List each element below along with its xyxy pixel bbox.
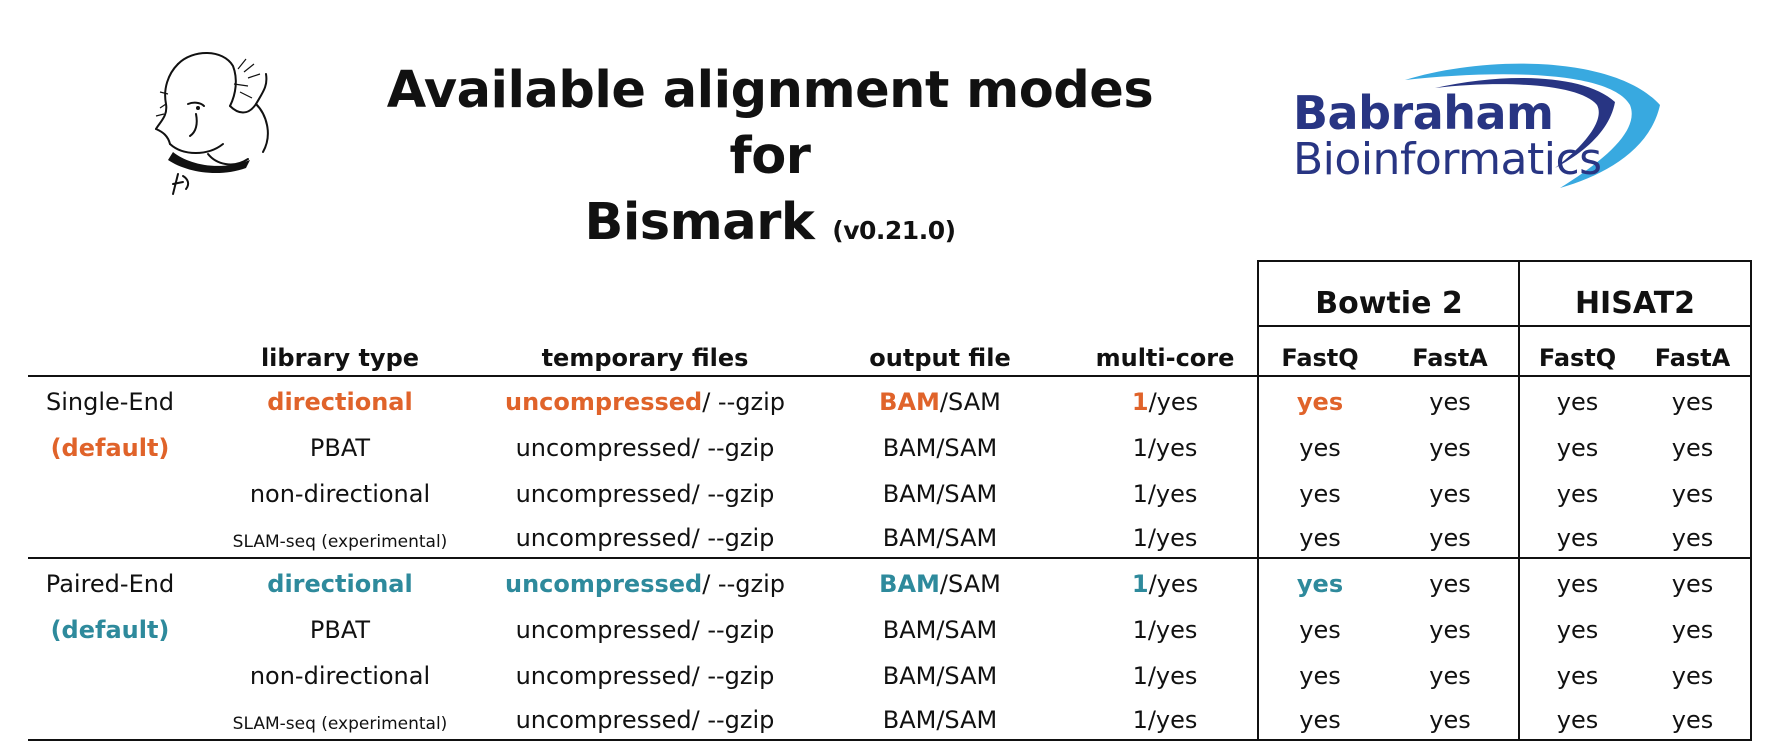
column-header-temporary-files: temporary files [541,344,749,372]
bowtie-fasta-cell: yes [1429,434,1471,462]
hisat-fastq-cell: yes [1556,434,1599,462]
column-header-hisat-fasta: FastA [1654,344,1731,372]
output-file-cell: BAM/SAM [882,706,998,734]
column-header-multi-core: multi-core [1095,344,1235,372]
column-header-library-type: library type [260,344,420,372]
group-header-hisat2: HISAT2 [1574,286,1696,321]
hisat-fasta-cell: yes [1671,388,1714,416]
library-cell: non-directional [249,662,431,690]
output-file-cell: BAM/SAM [882,616,998,644]
hisat-fasta-cell: yes [1671,570,1714,598]
library-cell: non-directional [249,480,431,508]
hisat-fastq-cell: yes [1556,706,1599,734]
title-bismark: Bismark [584,193,815,252]
multi-core-cell: 1/yes [1132,524,1198,552]
column-header-hisat-fastq: FastQ [1538,344,1617,372]
output-file-cell: BAM/SAM [882,524,998,552]
output-file-cell: BAM/SAM [882,480,998,508]
multi-core-cell: 1/yes [1132,434,1198,462]
multi-core-cell: 1/yes [1132,616,1198,644]
hisat-fastq-cell: yes [1556,662,1599,690]
temp-files-cell: uncompressed/ --gzip [515,662,775,690]
group-header-bowtie2: Bowtie 2 [1315,286,1463,321]
column-header-bowtie-fasta: FastA [1412,344,1488,372]
section-rule [28,557,1752,559]
hisat-fastq-cell: yes [1556,480,1599,508]
library-cell: SLAM-seq (experimental) [232,532,448,552]
temp-files-cell: uncompressed/ --gzip [515,616,775,644]
library-cell: SLAM-seq (experimental) [232,714,448,734]
output-file-cell: BAM/SAM [879,388,1001,416]
section-default-single-end: (default) [50,434,170,462]
hisat-fastq-cell: yes [1556,570,1599,598]
bowtie-fastq-cell: yes [1299,524,1341,552]
multi-core-cell: 1/yes [1132,480,1198,508]
logo-text-bioinformatics: Bioinformatics [1293,134,1602,185]
header-rule [28,375,1752,377]
temp-files-cell: uncompressed/ --gzip [505,388,785,416]
logo-text-babraham: Babraham [1293,86,1554,140]
section-label-paired-end: Paired-End [45,570,175,598]
bismark-portrait-sketch-icon [155,52,269,195]
multi-core-cell: 1/yes [1132,706,1198,734]
library-cell: directional [267,570,413,598]
bottom-rule [28,739,1752,741]
bowtie-fasta-cell: yes [1429,524,1471,552]
title-line-2: Bismark (v0.21.0) [360,190,1180,264]
hisat-fasta-cell: yes [1671,706,1714,734]
aligner-divider [1518,260,1520,740]
bowtie-fasta-cell: yes [1429,388,1471,416]
multi-core-cell: 1/yes [1131,570,1199,598]
multi-core-cell: 1/yes [1132,662,1198,690]
output-file-cell: BAM/SAM [882,662,998,690]
babraham-bioinformatics-logo: Babraham Bioinformatics [1285,60,1665,190]
library-cell: directional [267,388,413,416]
column-header-bowtie-fastq: FastQ [1281,344,1359,372]
title-line-1: Available alignment modes for [386,61,1154,186]
hisat-fasta-cell: yes [1671,434,1714,462]
temp-files-cell: uncompressed/ --gzip [515,480,775,508]
page-title: Available alignment modes for Bismark (v0… [360,58,1180,264]
column-header-output-file: output file [869,344,1011,372]
temp-files-cell: uncompressed/ --gzip [515,524,775,552]
section-label-single-end: Single-End [45,388,175,416]
hisat-fasta-cell: yes [1671,524,1714,552]
bowtie-fastq-cell: yes [1299,616,1341,644]
bowtie-fastq-cell: yes [1299,662,1341,690]
temp-files-cell: uncompressed/ --gzip [515,434,775,462]
title-version: (v0.21.0) [832,216,956,245]
bowtie-fasta-cell: yes [1429,616,1471,644]
bowtie-fastq-cell: yes [1299,480,1341,508]
bowtie-fasta-cell: yes [1429,480,1471,508]
section-default-paired-end: (default) [50,616,170,644]
aligner-box-right [1750,260,1752,740]
hisat-fasta-cell: yes [1671,662,1714,690]
bowtie-fasta-cell: yes [1429,570,1471,598]
aligner-box-top [1257,260,1752,262]
bowtie-fasta-cell: yes [1429,662,1471,690]
hisat-fastq-cell: yes [1556,388,1599,416]
hisat-fastq-cell: yes [1556,524,1599,552]
library-cell: PBAT [309,616,371,644]
library-cell: PBAT [309,434,371,462]
temp-files-cell: uncompressed/ --gzip [515,706,775,734]
bowtie-fastq-cell: yes [1299,434,1341,462]
bowtie-fastq-cell: yes [1299,706,1341,734]
bowtie-fastq-cell: yes [1296,388,1344,416]
bowtie-fastq-cell: yes [1296,570,1344,598]
output-file-cell: BAM/SAM [882,434,998,462]
hisat-fasta-cell: yes [1671,480,1714,508]
logo-swoosh-icon [1405,63,1660,188]
aligner-box-left [1257,260,1259,740]
multi-core-cell: 1/yes [1131,388,1199,416]
hisat-fasta-cell: yes [1671,616,1714,644]
temp-files-cell: uncompressed/ --gzip [505,570,785,598]
aligner-box-mid [1257,325,1752,327]
hisat-fastq-cell: yes [1556,616,1599,644]
output-file-cell: BAM/SAM [879,570,1001,598]
bowtie-fasta-cell: yes [1429,706,1471,734]
